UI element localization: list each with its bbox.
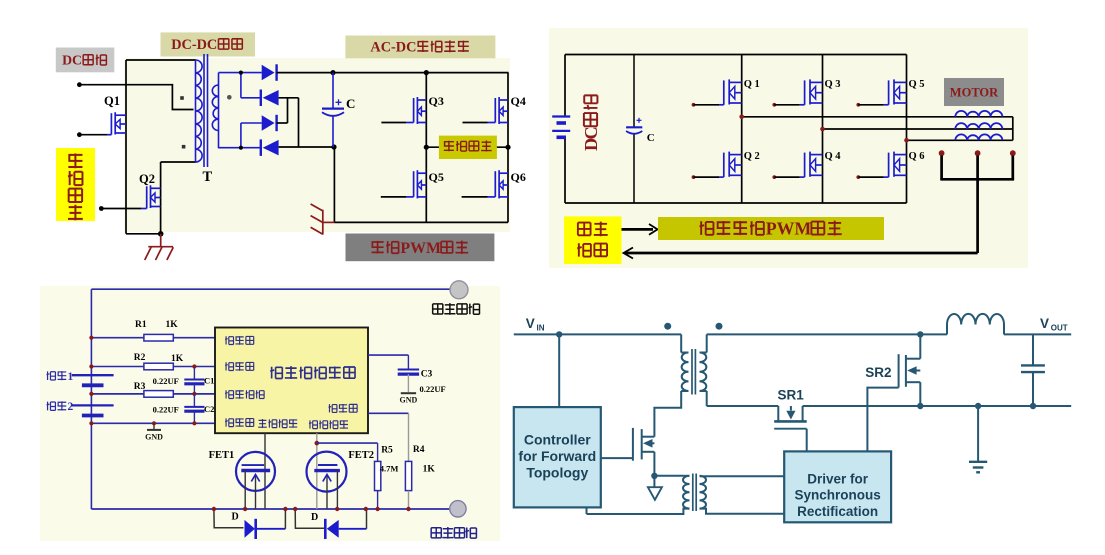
svg-text:Q 2: Q 2 [744, 151, 760, 162]
svg-text:1K: 1K [423, 465, 436, 475]
svg-text:Rectification: Rectification [797, 504, 878, 519]
svg-text:for Forward: for Forward [518, 448, 596, 464]
svg-text:R2: R2 [134, 353, 146, 363]
svg-text:GND: GND [145, 433, 163, 442]
svg-text:Q 4: Q 4 [825, 151, 842, 162]
svg-text:PWM: PWM [400, 240, 441, 257]
svg-text:AC-DC: AC-DC [370, 39, 416, 55]
svg-text:SR1: SR1 [778, 388, 805, 403]
svg-text:FET1: FET1 [209, 450, 235, 461]
svg-text:D: D [232, 512, 239, 523]
svg-text:DC: DC [62, 53, 82, 68]
svg-text:V: V [1040, 316, 1049, 331]
svg-text:D: D [311, 512, 318, 523]
svg-text:Synchronous: Synchronous [794, 488, 880, 503]
svg-text:R4: R4 [413, 445, 425, 455]
svg-text:R3: R3 [134, 382, 146, 392]
svg-text:Q6: Q6 [511, 170, 526, 184]
svg-text:IN: IN [537, 324, 545, 333]
svg-text:4.7M: 4.7M [380, 464, 399, 474]
svg-text:C: C [346, 96, 355, 111]
svg-text:0.22UF: 0.22UF [153, 405, 179, 415]
svg-text:V: V [526, 316, 535, 331]
svg-text:FET2: FET2 [348, 450, 374, 461]
svg-text:Q 6: Q 6 [909, 151, 925, 162]
svg-text:PWM: PWM [766, 218, 812, 238]
svg-text:C: C [581, 126, 601, 139]
svg-text:1K: 1K [166, 320, 179, 330]
svg-text:0.22UF: 0.22UF [153, 376, 179, 386]
svg-text:MOTOR: MOTOR [950, 86, 999, 100]
svg-text:R5: R5 [381, 446, 393, 456]
svg-text:Q1: Q1 [104, 94, 120, 108]
svg-text:Q3: Q3 [429, 94, 444, 108]
svg-text:R1: R1 [135, 320, 147, 330]
svg-text:Q2: Q2 [139, 172, 155, 186]
svg-text:C3: C3 [421, 370, 433, 380]
svg-text:OUT: OUT [1051, 324, 1068, 333]
svg-text:Q5: Q5 [429, 170, 444, 184]
svg-text:DC-DC: DC-DC [171, 37, 217, 53]
svg-text:D: D [581, 138, 601, 151]
svg-text:Q 3: Q 3 [825, 79, 841, 90]
svg-text:Topology: Topology [526, 465, 588, 481]
svg-text:Q 5: Q 5 [909, 79, 925, 90]
svg-text:GND: GND [400, 396, 418, 405]
svg-text:C: C [647, 132, 655, 144]
svg-text:Driver for: Driver for [807, 472, 869, 487]
svg-text:2: 2 [68, 401, 74, 413]
svg-text:0.22UF: 0.22UF [420, 384, 446, 394]
svg-text:1: 1 [68, 371, 74, 383]
svg-text:SR2: SR2 [865, 365, 891, 380]
svg-text:C2: C2 [204, 404, 214, 414]
svg-text:1K: 1K [171, 354, 184, 364]
svg-text:Q 1: Q 1 [744, 79, 760, 90]
svg-text:C1: C1 [204, 376, 214, 386]
svg-text:Q4: Q4 [511, 94, 526, 108]
svg-text:T: T [203, 169, 213, 185]
svg-text:Controller: Controller [524, 432, 591, 448]
